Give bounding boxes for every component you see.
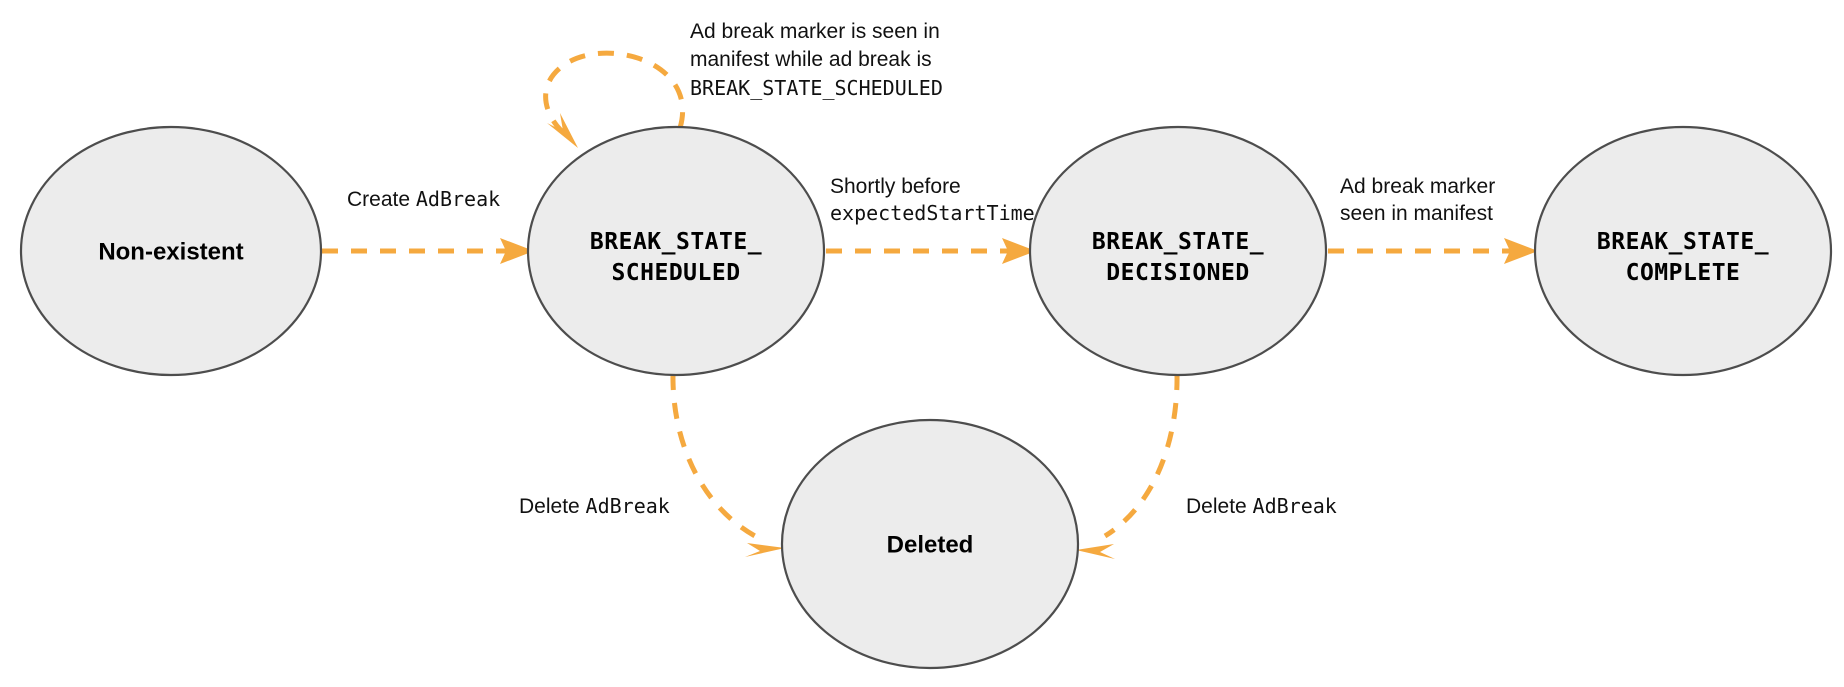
node-deleted-label: Deleted bbox=[887, 531, 974, 558]
node-non-existent[interactable]: Non-existent bbox=[19, 125, 323, 377]
edge-marker-seen-in-manifest: Ad break marker seen in manifest bbox=[1328, 175, 1538, 264]
edge-delete-adbreak-scheduled-label-part-0: Delete bbox=[519, 495, 586, 518]
edge-scheduled-self-loop-label-line-0: Ad break marker is seen in bbox=[690, 20, 940, 43]
edge-marker-seen-in-manifest-arrowhead bbox=[1504, 238, 1538, 264]
node-non-existent-label: Non-existent bbox=[98, 238, 243, 265]
node-non-existent-shape[interactable] bbox=[19, 125, 323, 377]
node-break-state-scheduled-shape[interactable] bbox=[526, 125, 826, 377]
node-deleted-shape[interactable] bbox=[780, 418, 1080, 670]
edge-scheduled-self-loop-label-line-2: BREAK_STATE_SCHEDULED bbox=[690, 76, 943, 100]
edge-shortly-before-arrowhead bbox=[1002, 238, 1036, 264]
edge-create-adbreak-label-part-1: AdBreak bbox=[416, 187, 500, 211]
edge-delete-adbreak-scheduled-line bbox=[670, 373, 757, 539]
node-break-state-complete-label-line-0: BREAK_STATE_ bbox=[1597, 229, 1769, 255]
node-break-state-decisioned[interactable]: BREAK_STATE_ DECISIONED bbox=[1028, 125, 1328, 377]
edge-delete-adbreak-decisioned-label-part-0: Delete bbox=[1186, 495, 1253, 518]
node-break-state-decisioned-shape[interactable] bbox=[1028, 125, 1328, 377]
edge-marker-seen-in-manifest-label-line-0: Ad break marker bbox=[1340, 175, 1495, 198]
edge-scheduled-self-loop-label-line-1: manifest while ad break is bbox=[690, 48, 932, 71]
edge-delete-adbreak-scheduled-label-part-1: AdBreak bbox=[586, 494, 670, 518]
node-break-state-scheduled-label-line-0: BREAK_STATE_ bbox=[590, 229, 762, 255]
node-break-state-complete[interactable]: BREAK_STATE_ COMPLETE bbox=[1533, 125, 1833, 377]
edge-shortly-before: Shortly before expectedStartTime bbox=[826, 175, 1036, 264]
edge-scheduled-self-loop-arrowhead bbox=[547, 113, 578, 148]
node-break-state-complete-label-line-1: COMPLETE bbox=[1626, 260, 1741, 286]
node-break-state-decisioned-label-line-0: BREAK_STATE_ bbox=[1092, 229, 1264, 255]
edge-delete-adbreak-decisioned-arrowhead bbox=[1076, 544, 1115, 559]
edge-delete-adbreak-decisioned-label-part-1: AdBreak bbox=[1253, 494, 1337, 518]
edge-delete-adbreak-scheduled: Delete AdBreak bbox=[519, 373, 785, 557]
edge-create-adbreak-label-part-0: Create bbox=[347, 188, 416, 211]
edge-scheduled-self-loop-line bbox=[543, 50, 685, 136]
edge-create-adbreak-label: Create AdBreak bbox=[347, 187, 500, 211]
edge-create-adbreak: Create AdBreak bbox=[322, 187, 534, 264]
edge-delete-adbreak-decisioned-line bbox=[1103, 373, 1180, 539]
edge-create-adbreak-arrowhead bbox=[500, 238, 534, 264]
edge-delete-adbreak-decisioned: Delete AdBreak bbox=[1076, 373, 1337, 559]
edge-delete-adbreak-scheduled-label: Delete AdBreak bbox=[519, 494, 670, 518]
node-break-state-complete-shape[interactable] bbox=[1533, 125, 1833, 377]
edge-marker-seen-in-manifest-label-line-1: seen in manifest bbox=[1340, 202, 1493, 225]
edge-shortly-before-label-line-1: expectedStartTime bbox=[830, 201, 1035, 225]
edge-scheduled-self-loop: Ad break marker is seen in manifest whil… bbox=[543, 20, 943, 148]
edge-delete-adbreak-scheduled-arrowhead bbox=[745, 543, 785, 557]
edge-shortly-before-label-line-0: Shortly before bbox=[830, 175, 961, 198]
node-break-state-decisioned-label-line-1: DECISIONED bbox=[1106, 260, 1249, 286]
node-deleted[interactable]: Deleted bbox=[780, 418, 1080, 670]
node-break-state-scheduled[interactable]: BREAK_STATE_ SCHEDULED bbox=[526, 125, 826, 377]
edge-delete-adbreak-decisioned-label: Delete AdBreak bbox=[1186, 494, 1337, 518]
node-break-state-scheduled-label-line-1: SCHEDULED bbox=[611, 260, 740, 286]
